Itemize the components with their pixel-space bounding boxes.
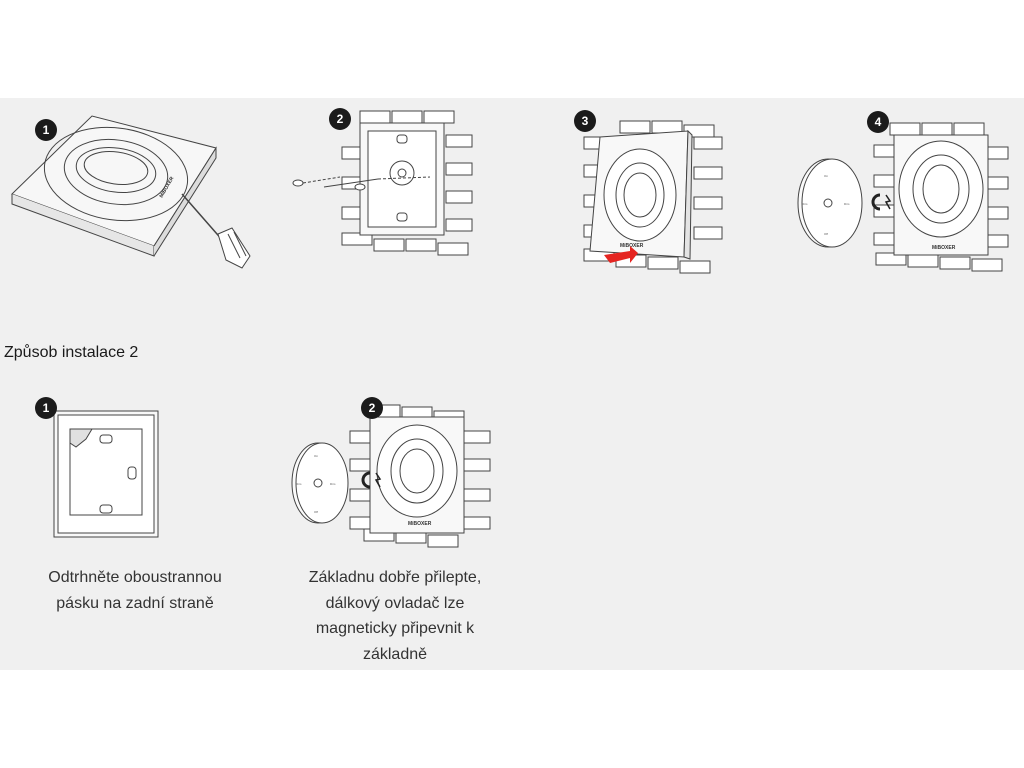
svg-text:On: On bbox=[824, 174, 828, 178]
screw-mount-base-illustration: 2 bbox=[292, 108, 473, 256]
svg-text:1: 1 bbox=[43, 401, 50, 415]
svg-text:Dim: Dim bbox=[330, 482, 336, 486]
step-number-badge: 1 bbox=[35, 397, 57, 419]
magnetic-remote-attach-illustration: MiBOXER On Off Dim Dim 4 bbox=[797, 111, 1009, 272]
svg-text:Off: Off bbox=[314, 510, 318, 514]
push-arrow-icon bbox=[604, 246, 638, 263]
step-number-badge: 2 bbox=[329, 108, 351, 130]
svg-text:4: 4 bbox=[875, 115, 882, 129]
panel-screwdriver-illustration: MiBOXER 1 bbox=[11, 115, 251, 269]
svg-text:Dim: Dim bbox=[296, 482, 302, 486]
step-number-badge: 3 bbox=[574, 110, 596, 132]
brand-label: MiBOXER bbox=[620, 243, 644, 249]
svg-text:Dim: Dim bbox=[802, 202, 808, 206]
step-number-badge: 1 bbox=[35, 119, 57, 141]
step-caption: Odtrhněte oboustrannou pásku na zadní st… bbox=[48, 569, 222, 612]
brand-label: MiBOXER bbox=[932, 245, 956, 251]
adhesive-tape-base-illustration: 1 bbox=[35, 397, 159, 538]
step-caption: Základnu dobře přilepte, dálkový ovladač… bbox=[308, 569, 482, 663]
magnetic-remote-attach-illustration: MiBOXER On Off Dim Dim 2 bbox=[291, 397, 491, 548]
svg-text:Dim: Dim bbox=[844, 202, 850, 206]
svg-text:Off: Off bbox=[824, 232, 828, 236]
brand-label: MiBOXER bbox=[408, 521, 432, 527]
svg-text:1: 1 bbox=[43, 123, 50, 137]
svg-text:3: 3 bbox=[582, 114, 589, 128]
svg-text:2: 2 bbox=[337, 112, 344, 126]
magnet-icon bbox=[871, 193, 892, 211]
svg-text:2: 2 bbox=[369, 401, 376, 415]
magnet-icon bbox=[361, 471, 382, 489]
step-number-badge: 4 bbox=[867, 111, 889, 133]
step-number-badge: 2 bbox=[361, 397, 383, 419]
section-heading: Způsob instalace 2 bbox=[4, 344, 139, 361]
svg-text:On: On bbox=[314, 454, 318, 458]
push-panel-illustration: MiBOXER 3 bbox=[574, 110, 723, 274]
